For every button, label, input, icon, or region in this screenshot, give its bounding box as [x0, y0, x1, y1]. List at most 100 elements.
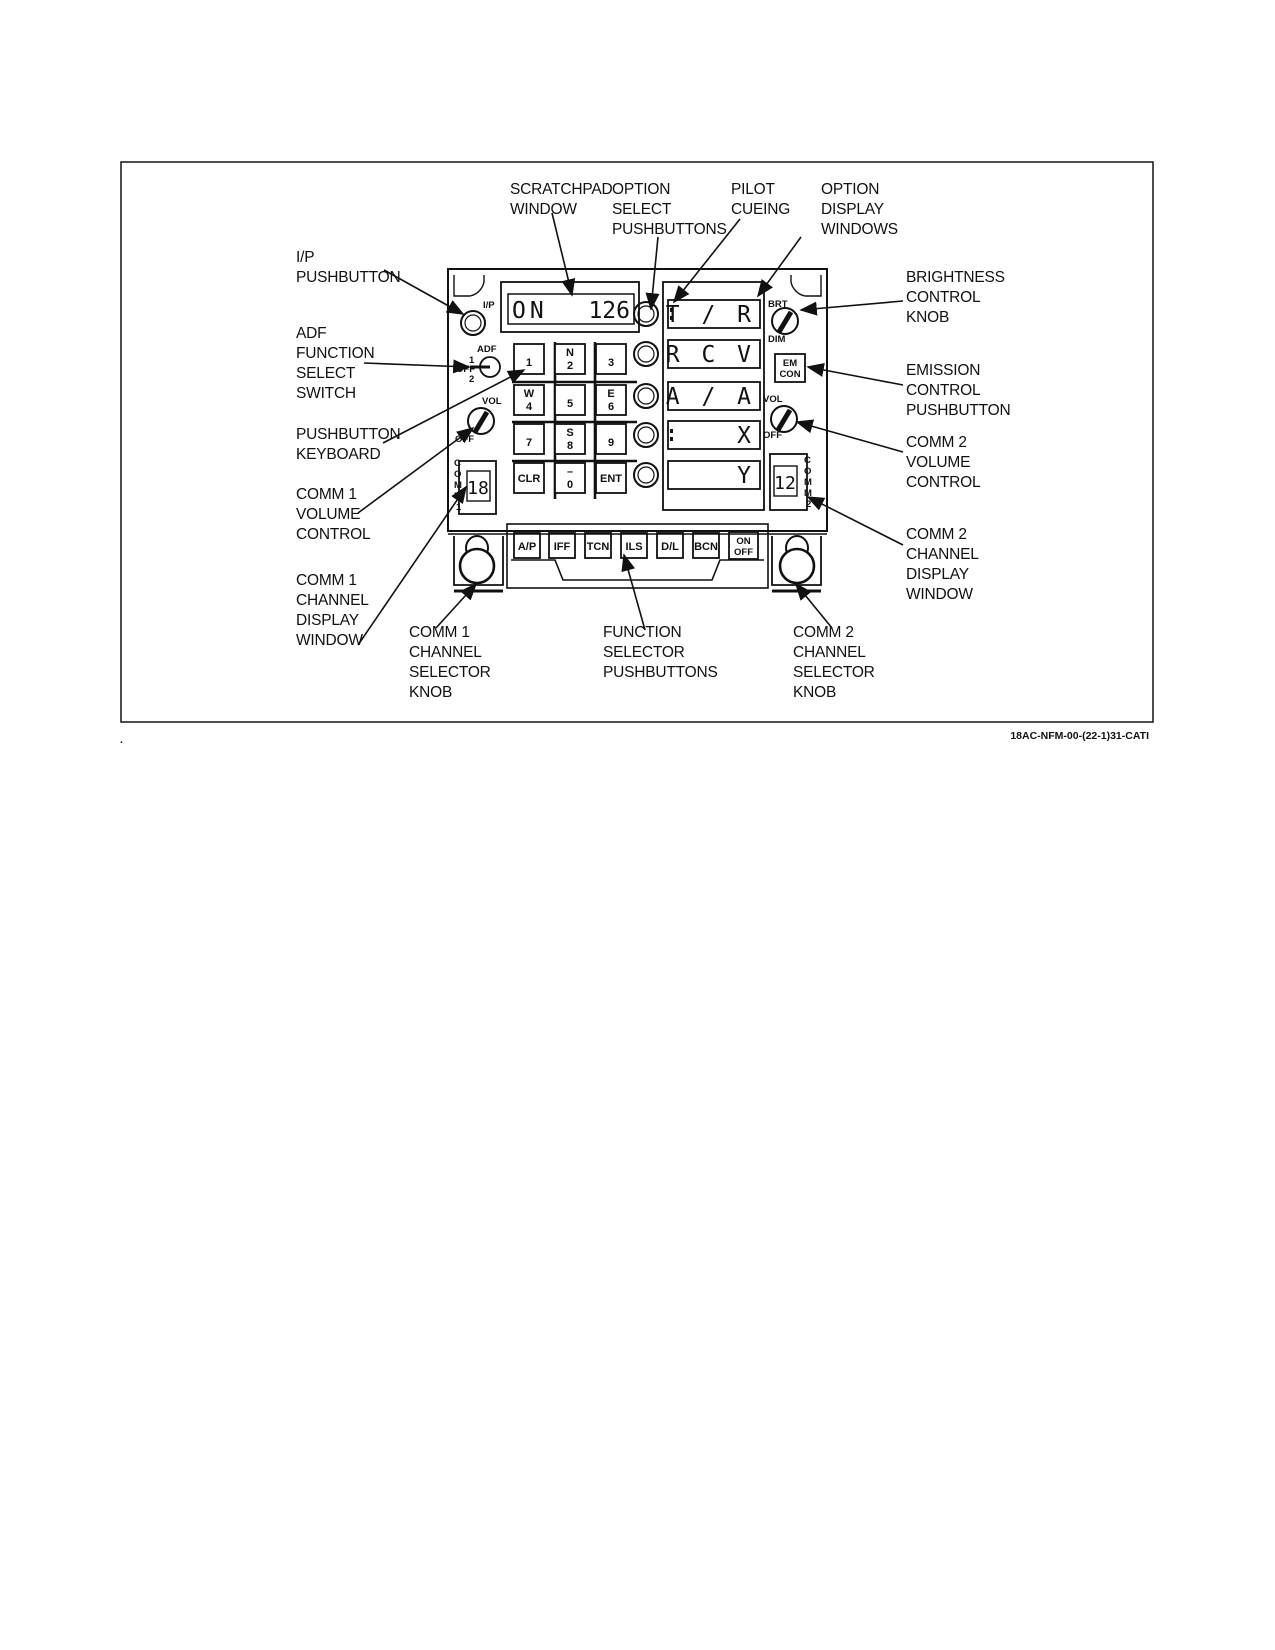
callout-pilot-cueing: PILOT CUEING: [731, 181, 790, 218]
svg-text:O: O: [804, 466, 811, 477]
comm1-channel-selector-knob[interactable]: [458, 535, 496, 585]
brt-label: BRT: [768, 299, 788, 310]
callout-comm2-volume: COMM 2 VOLUME CONTROL: [906, 434, 981, 491]
function-button-ap[interactable]: A/P: [513, 532, 541, 559]
adf-position-1: 1: [469, 355, 475, 366]
option-display-frame: [662, 281, 765, 511]
function-button-on-off[interactable]: ON OFF: [728, 531, 759, 560]
key-main-label: 9: [608, 437, 614, 449]
option-select-pushbutton-1[interactable]: [633, 301, 659, 327]
option-select-pushbutton-3[interactable]: [633, 383, 659, 409]
function-button-bcn[interactable]: BCN: [692, 532, 720, 559]
key-0[interactable]: –0: [554, 462, 586, 494]
key-3[interactable]: 3: [595, 343, 627, 375]
key-8[interactable]: S8: [554, 423, 586, 455]
callout-comm2-selector: COMM 2 CHANNEL SELECTOR KNOB: [793, 624, 879, 701]
pilot-cue-mark: [670, 437, 673, 441]
svg-text:M: M: [804, 477, 812, 488]
key-main-label: 5: [567, 398, 573, 410]
function-button-iff[interactable]: IFF: [548, 532, 576, 559]
onoff-line2: OFF: [734, 547, 753, 558]
callout-comm2-display: COMM 2 CHANNEL DISPLAY WINDOW: [906, 526, 982, 603]
svg-text:M: M: [454, 491, 462, 502]
svg-text:O: O: [454, 469, 461, 480]
option-window-text: R C V: [666, 342, 755, 368]
svg-text:1: 1: [456, 502, 462, 513]
function-button-label: IFF: [554, 541, 571, 553]
callout-comm1-display: COMM 1 CHANNEL DISPLAY WINDOW: [296, 572, 372, 649]
ip-label: I/P: [483, 300, 495, 311]
comm1-volume-knob[interactable]: [467, 407, 495, 435]
comm2-channel-selector-knob[interactable]: [778, 535, 816, 585]
option-display-window-2: R C V: [666, 339, 761, 369]
key-9[interactable]: 9: [595, 423, 627, 455]
svg-text:M: M: [804, 488, 812, 499]
key-7[interactable]: 7: [513, 423, 545, 455]
key-main-label: 1: [526, 357, 532, 369]
comm1-vol-label: VOL: [482, 396, 502, 407]
option-window-text: X: [737, 423, 755, 449]
callout-option-select: OPTION SELECT PUSHBUTTONS: [612, 181, 727, 238]
option-display-window-1: T / R: [666, 299, 761, 329]
pilot-cue-mark: [670, 316, 673, 320]
pilot-cue-mark: [670, 429, 673, 433]
emission-control-pushbutton[interactable]: EM CON: [774, 353, 806, 383]
comm2-off-label: OFF: [763, 430, 782, 441]
key-ent[interactable]: ENT: [595, 462, 627, 494]
brightness-control-knob[interactable]: [771, 307, 799, 335]
up-front-control-panel: [447, 268, 828, 593]
callout-adf-switch: ADF FUNCTION SELECT SWITCH: [296, 325, 379, 402]
function-button-label: TCN: [587, 541, 610, 553]
key-sub-label: E: [607, 388, 614, 400]
key-main-label: 4: [526, 401, 533, 413]
function-button-label: A/P: [518, 541, 536, 553]
option-select-pushbutton-2[interactable]: [633, 341, 659, 367]
function-button-label: D/L: [661, 541, 679, 553]
callout-scratchpad: SCRATCHPAD WINDOW: [510, 181, 617, 218]
comm1-channel-text: 18: [467, 478, 489, 499]
option-display-window-4: X: [667, 420, 761, 450]
key-clr[interactable]: CLR: [513, 462, 545, 494]
ip-pushbutton[interactable]: [460, 310, 486, 336]
option-select-pushbutton-4[interactable]: [633, 422, 659, 448]
key-1[interactable]: 1: [513, 343, 545, 375]
key-main-label: 6: [608, 401, 614, 413]
pilot-cue-mark: [670, 308, 673, 312]
adf-position-2: 2: [469, 374, 474, 385]
comm2-channel-text: 12: [774, 473, 796, 494]
key-main-label: CLR: [518, 473, 541, 485]
key-main-label: ENT: [600, 473, 622, 485]
callout-emission: EMISSION CONTROL PUSHBUTTON: [906, 362, 1011, 419]
callout-keyboard: PUSHBUTTON KEYBOARD: [296, 426, 405, 463]
callout-brightness: BRIGHTNESS CONTROL KNOB: [906, 269, 1009, 326]
key-sub-label: S: [566, 427, 573, 439]
key-4[interactable]: W4: [513, 384, 545, 416]
key-sub-label: N: [566, 347, 574, 359]
comm1-vertical-label: C O M M 1: [454, 458, 462, 513]
emcon-line2: CON: [779, 369, 800, 380]
function-button-label: ILS: [625, 541, 642, 553]
callout-option-display: OPTION DISPLAY WINDOWS: [821, 181, 898, 238]
key-sub-label: –: [567, 466, 573, 478]
comm2-vol-label: VOL: [763, 394, 783, 405]
function-button-tcn[interactable]: TCN: [584, 532, 612, 559]
key-main-label: 3: [608, 357, 614, 369]
option-display-window-3: A / A: [666, 381, 761, 411]
comm2-volume-knob[interactable]: [770, 405, 798, 433]
option-select-pushbutton-5[interactable]: [633, 462, 659, 488]
figure-reference: 18AC-NFM-00-(22-1)31-CATI: [1010, 730, 1149, 742]
callout-labels: SCRATCHPAD WINDOW OPTION SELECT PUSHBUTT…: [296, 181, 1011, 701]
key-2[interactable]: N2: [554, 343, 586, 375]
adf-function-select-switch[interactable]: [470, 356, 501, 378]
dim-label: DIM: [768, 334, 786, 345]
option-window-text: T / R: [666, 302, 755, 328]
key-5[interactable]: 5: [554, 384, 586, 416]
key-sub-label: W: [524, 388, 535, 400]
function-button-dl[interactable]: D/L: [656, 532, 684, 559]
key-6[interactable]: E6: [595, 384, 627, 416]
scratchpad-right-text: 126: [588, 298, 630, 324]
function-button-ils[interactable]: ILS: [620, 532, 648, 559]
callout-comm1-selector: COMM 1 CHANNEL SELECTOR KNOB: [409, 624, 495, 701]
